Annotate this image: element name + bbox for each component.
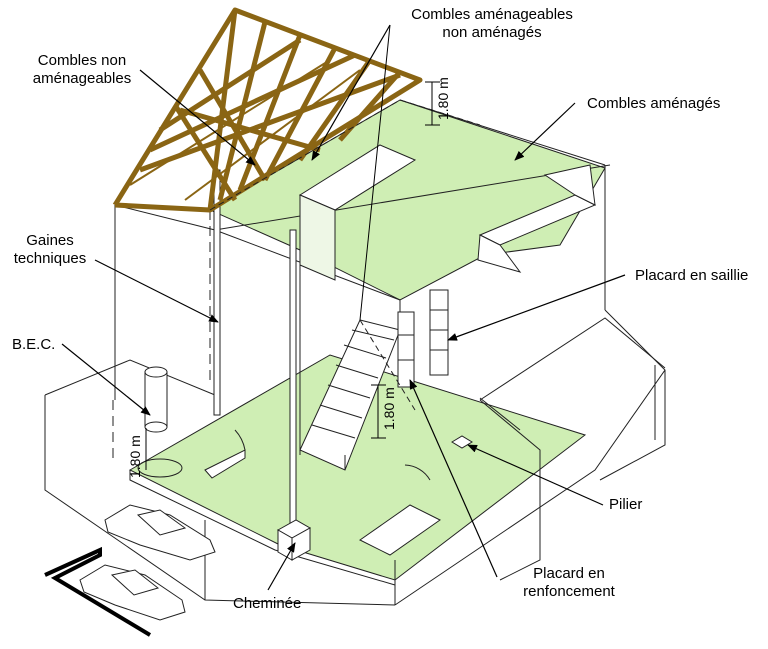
pillar-marker <box>451 435 473 449</box>
label-cheminee: Cheminée <box>233 595 302 612</box>
label-bec: B.E.C. <box>12 336 56 353</box>
label-placard-saillie: Placard en saillie <box>635 267 749 284</box>
label-placard-renfoncement: Placard en renfoncement <box>508 565 630 601</box>
label-gaines-techniques: Gaines techniques <box>4 232 96 268</box>
car-2 <box>79 564 186 621</box>
stair-height-label: 1.80 m <box>381 387 397 430</box>
leader-lines <box>61 24 626 591</box>
label-line: Combles non <box>37 52 127 69</box>
label-line: Placard en <box>533 565 605 582</box>
dimension-lines <box>145 81 440 470</box>
label-line: non aménagés <box>442 24 542 41</box>
attic-dashed-edges <box>209 99 481 411</box>
chimney <box>276 229 312 561</box>
label-combles-amenages: Combles aménagés <box>587 95 721 112</box>
driveway-line <box>44 546 152 637</box>
label-combles-amenageables: Combles aménageables non aménagés <box>392 6 592 42</box>
closets <box>397 289 449 388</box>
doors <box>204 397 521 556</box>
attic-height-label: 1.80 m <box>435 77 451 120</box>
bec-height-label: 1.80 m <box>127 435 143 478</box>
label-line: renfoncement <box>523 583 615 600</box>
label-line: aménageables <box>32 70 132 87</box>
label-line: Combles aménageables <box>411 6 573 23</box>
label-line: techniques <box>13 250 87 267</box>
roof-truss-light <box>129 59 361 201</box>
label-line: Gaines <box>26 232 74 249</box>
label-combles-non-amenageables: Combles non aménageables <box>22 52 142 88</box>
car-1 <box>104 504 216 561</box>
label-pilier: Pilier <box>609 496 643 513</box>
ground-floor <box>128 354 587 581</box>
attic-box <box>298 144 597 281</box>
